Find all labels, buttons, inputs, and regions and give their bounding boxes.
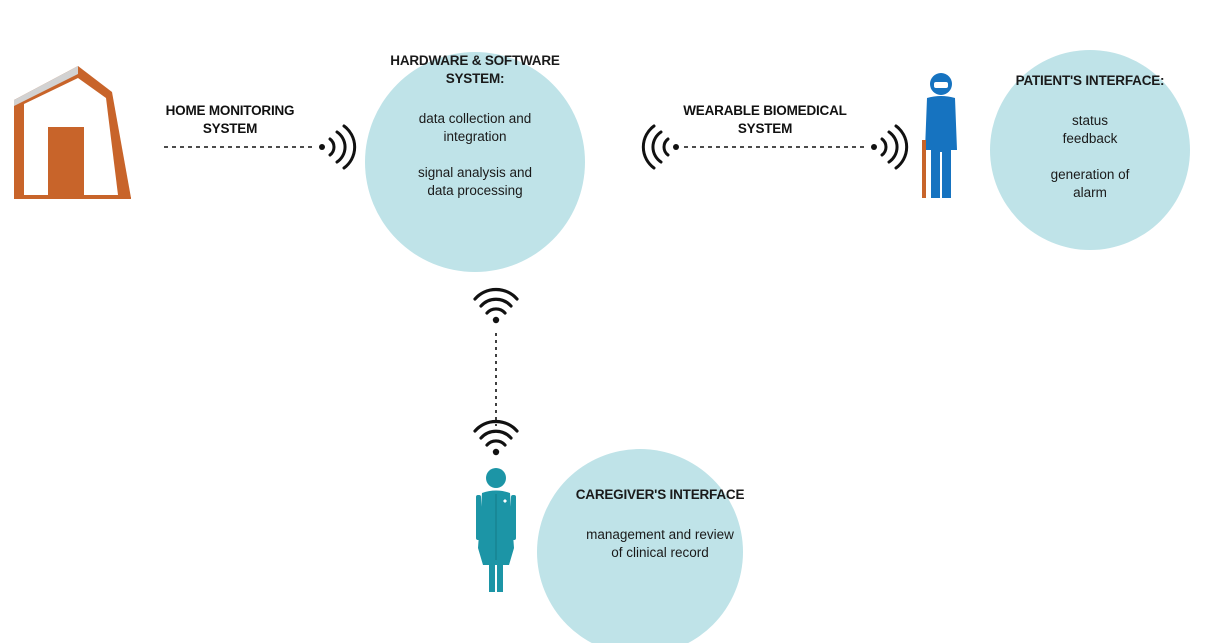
patient-interface-line3: generation of: [1050, 167, 1130, 182]
caregiver-interface-title: CAREGIVER'S INTERFACE: [575, 487, 745, 502]
central-item2-line2: data processing: [427, 183, 523, 198]
home-monitoring-label: HOME MONITORING SYSTEM: [160, 102, 300, 138]
central-system-text: HARDWARE & SOFTWARE SYSTEM: data collect…: [380, 52, 570, 200]
house-icon: [14, 66, 131, 199]
central-title-line2: SYSTEM:: [445, 71, 505, 86]
wearable-system-label: WEARABLE BIOMEDICAL SYSTEM: [680, 102, 850, 138]
patient-interface-text: PATIENT'S INTERFACE: status feedback gen…: [1005, 72, 1175, 202]
patient-interface-line1: status: [1071, 113, 1109, 128]
caregiver-signal-icon: [473, 420, 519, 456]
central-signal-icon: [641, 124, 679, 170]
caregiver-interface-text: CAREGIVER'S INTERFACE management and rev…: [555, 486, 765, 562]
patient-interface-line2: feedback: [1062, 131, 1118, 146]
caregiver-interface-line1: management and review: [586, 527, 734, 542]
patient-interface-circle: [990, 50, 1190, 250]
wifi-icon: [473, 288, 519, 324]
patient-interface-line4: alarm: [1073, 185, 1107, 200]
patient-interface-title: PATIENT'S INTERFACE:: [1015, 73, 1165, 88]
patient-signal-icon: [871, 124, 909, 170]
home-label-line1: HOME MONITORING: [165, 103, 295, 118]
central-item1-line1: data collection and: [418, 111, 532, 126]
central-title-line1: HARDWARE & SOFTWARE: [390, 53, 560, 68]
patient-icon: [922, 73, 957, 198]
central-item1-line2: integration: [443, 129, 507, 144]
caregiver-icon: [476, 468, 516, 592]
caregiver-interface-line2: of clinical record: [611, 545, 709, 560]
wearable-label-line1: WEARABLE BIOMEDICAL: [683, 103, 847, 118]
caregiver-interface-circle: [537, 449, 743, 643]
home-label-line2: SYSTEM: [202, 121, 258, 136]
central-item2-line1: signal analysis and: [417, 165, 533, 180]
central-system-circle: [365, 52, 585, 272]
wearable-label-line2: SYSTEM: [737, 121, 793, 136]
home-signal-icon: [319, 124, 357, 170]
